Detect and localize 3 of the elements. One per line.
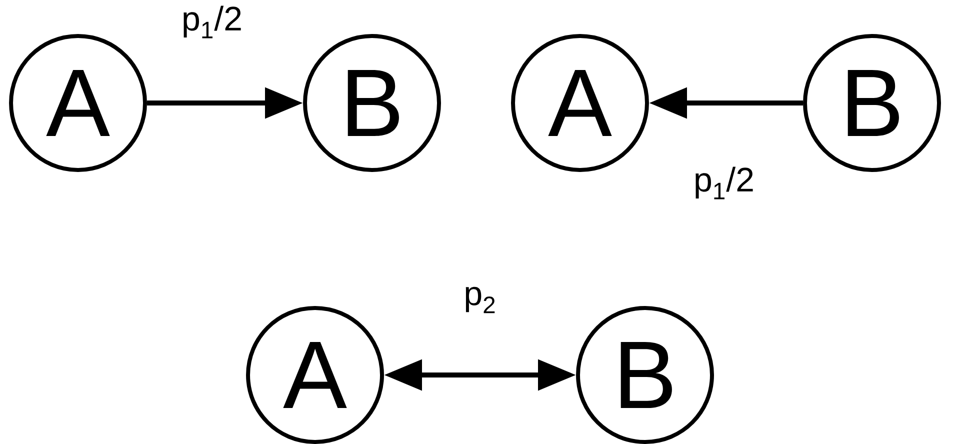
edge-label: p$_{2}$ bbox=[466, 286, 495, 314]
edge-label: p$_{1}$/2 bbox=[696, 166, 753, 200]
edge-label: p$_{1}$/2 bbox=[184, 6, 241, 38]
